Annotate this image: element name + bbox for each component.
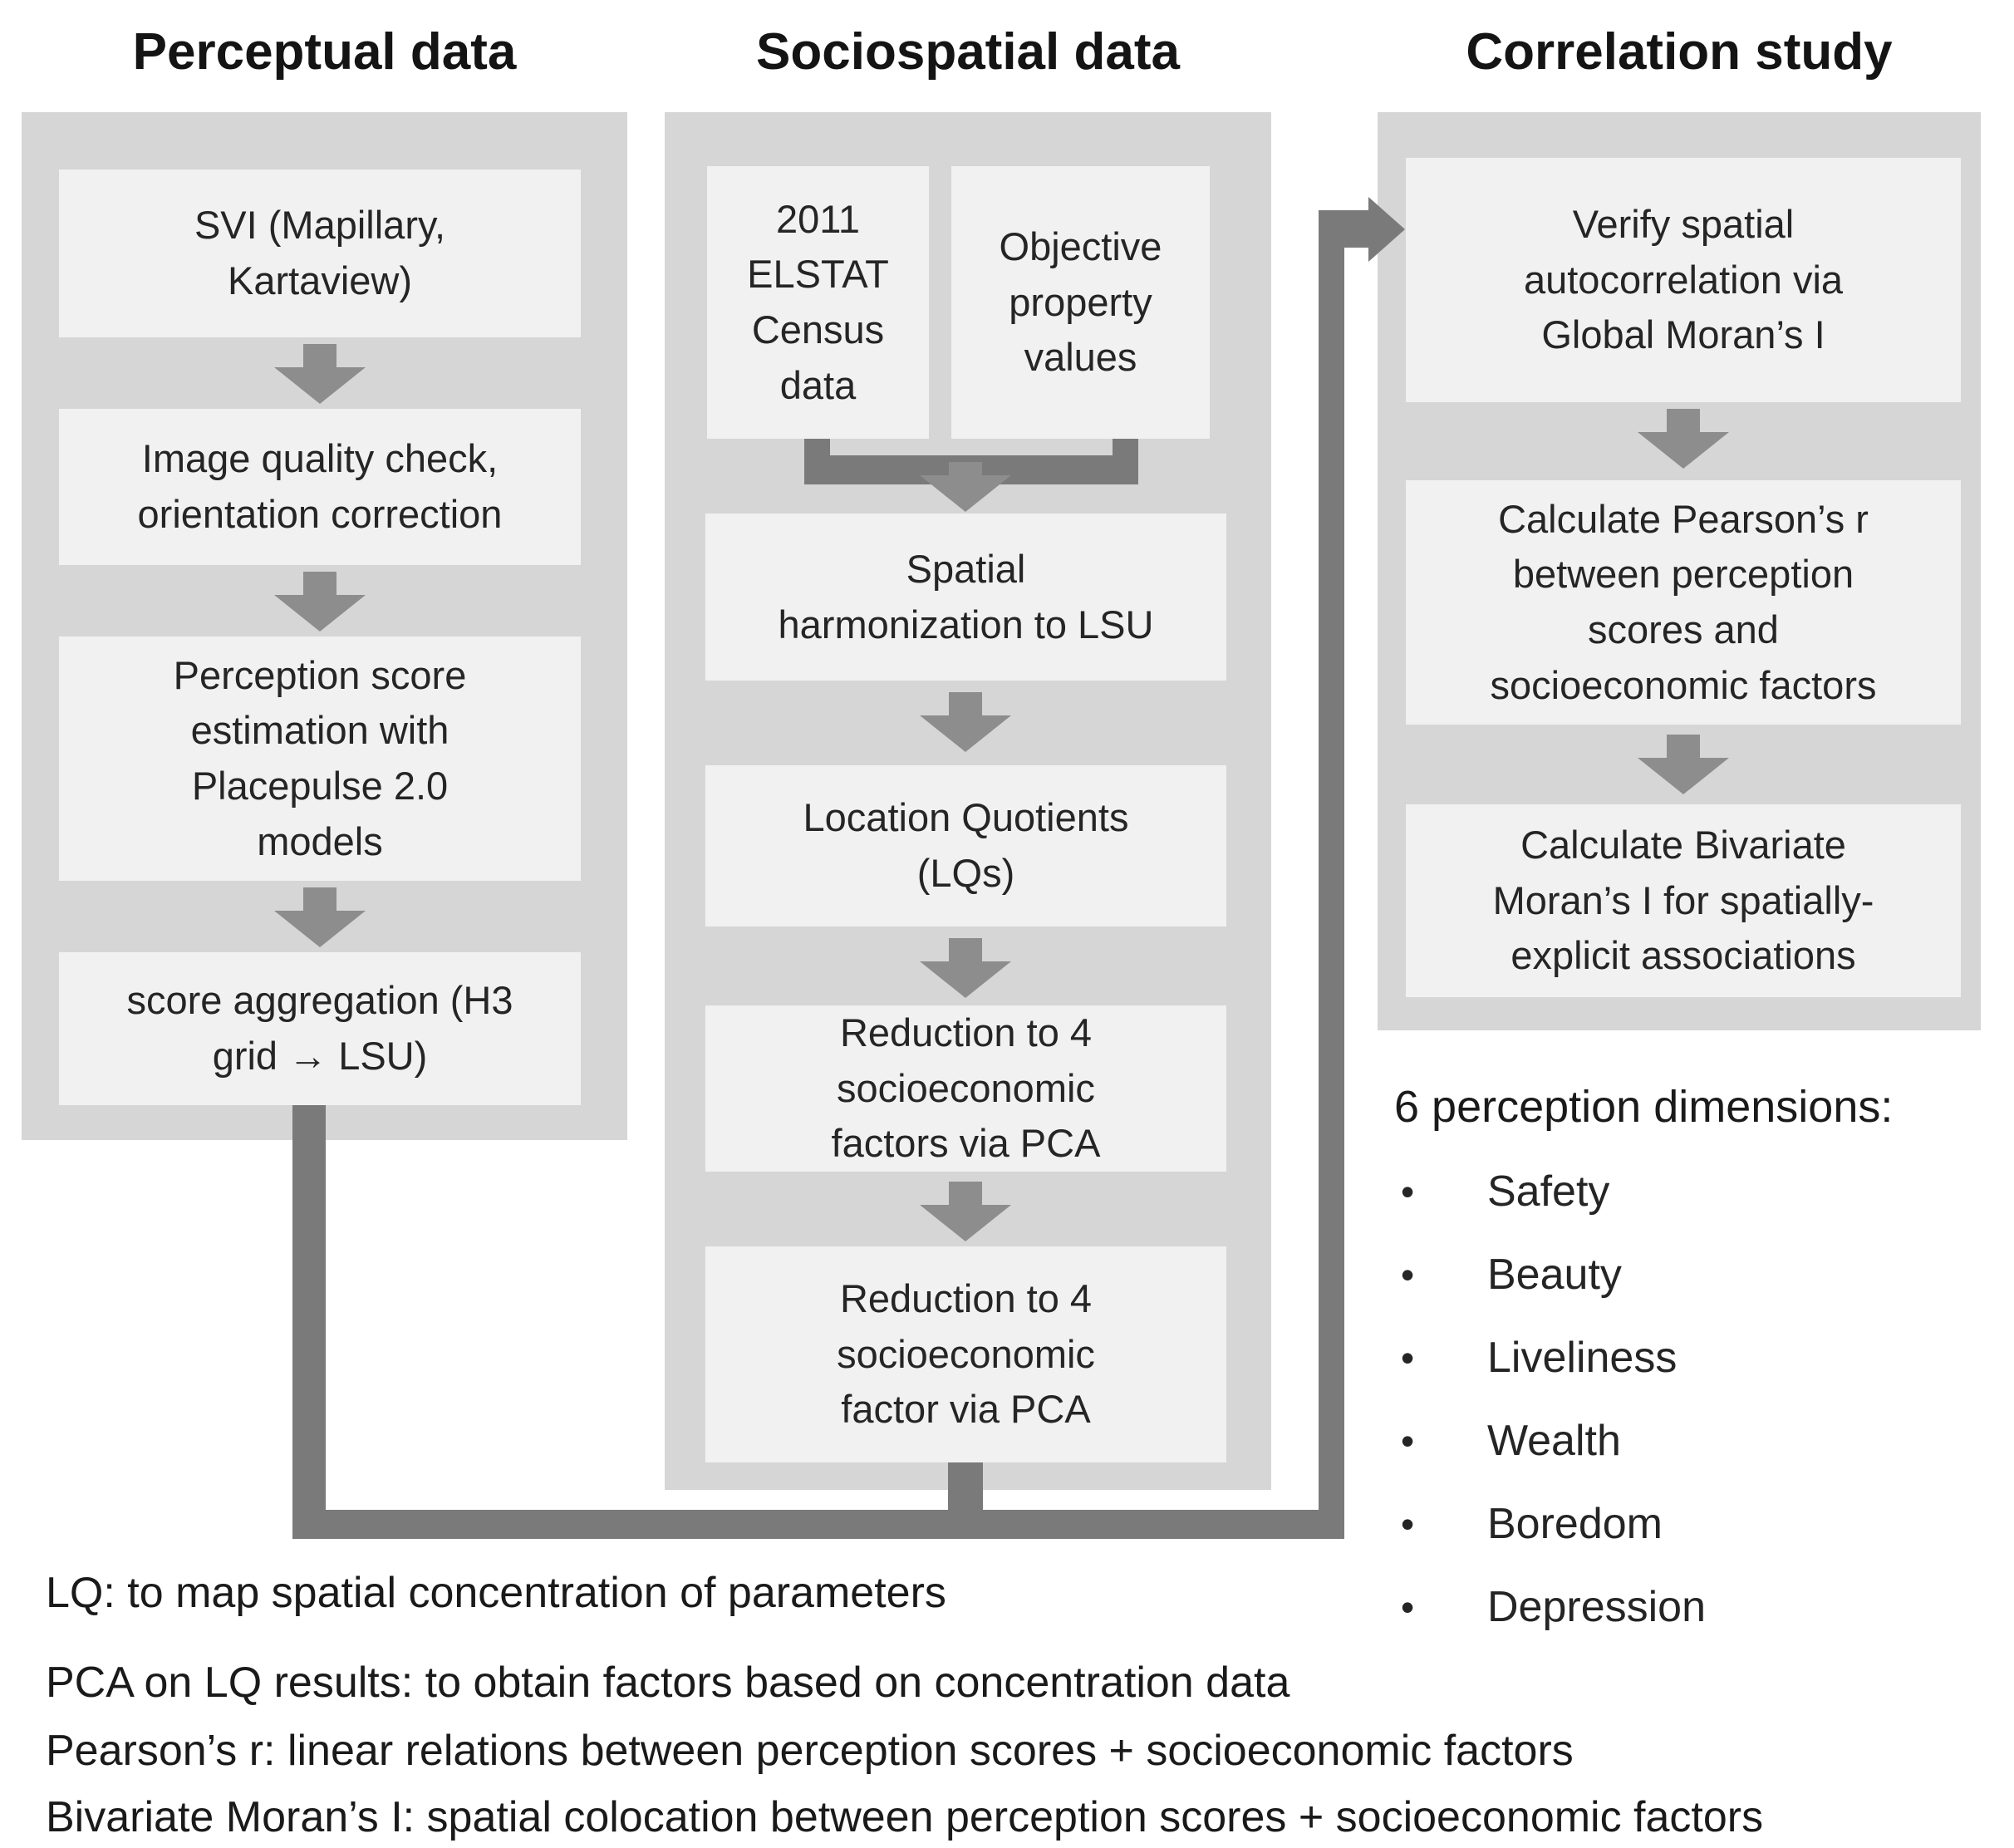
- legend-item-label: Boredom: [1487, 1500, 1663, 1548]
- flow-box-perception-score-estimation: Perception score estimation with Placepu…: [59, 636, 581, 881]
- flow-box-spatial-harmonization: Spatial harmonization to LSU: [705, 514, 1226, 681]
- flow-box-calculate-bivariate-morans-i: Calculate Bivariate Moran’s I for spatia…: [1406, 804, 1961, 997]
- column-title-sociospatial-data: Sociospatial data: [756, 23, 1180, 81]
- column-title-perceptual-data: Perceptual data: [132, 23, 517, 81]
- column-title-correlation-study: Correlation study: [1466, 23, 1893, 81]
- bullet-icon: •: [1401, 1585, 1415, 1629]
- bullet-icon: •: [1401, 1502, 1415, 1546]
- note-lq: LQ: to map spatial concentration of para…: [46, 1569, 946, 1617]
- note-pearsons-r: Pearson’s r: linear relations between pe…: [46, 1727, 1574, 1775]
- list-item: • Beauty: [1394, 1250, 1976, 1300]
- legend-header: 6 perception dimensions:: [1394, 1082, 1894, 1132]
- legend-item-label: Beauty: [1487, 1251, 1622, 1299]
- bullet-icon: •: [1401, 1170, 1415, 1213]
- flow-box-reduction-factor-pca: Reduction to 4 socioeconomic factor via …: [705, 1246, 1226, 1462]
- note-bivariate-morans-i: Bivariate Moran’s I: spatial colocation …: [46, 1793, 1764, 1841]
- connector-arrow-shaft: [1319, 210, 1370, 248]
- flow-box-svi-sources: SVI (Mapillary, Kartaview): [59, 170, 581, 337]
- flow-box-census-data: 2011 ELSTAT Census data: [707, 166, 929, 439]
- flow-box-verify-spatial-autocorrelation: Verify spatial autocorrelation via Globa…: [1406, 158, 1961, 402]
- list-item: • Safety: [1394, 1167, 1976, 1216]
- bullet-icon: •: [1401, 1336, 1415, 1379]
- perception-dimensions-legend: 6 perception dimensions: • Safety • Beauty…: [1394, 1080, 1976, 1632]
- legend-item-label: Safety: [1487, 1167, 1610, 1216]
- bullet-icon: •: [1401, 1253, 1415, 1296]
- connector-col1-down-line: [292, 1105, 326, 1539]
- flow-box-score-aggregation: score aggregation (H3 grid → LSU): [59, 952, 581, 1105]
- note-pca: PCA on LQ results: to obtain factors bas…: [46, 1659, 1290, 1707]
- connector-arrowhead-right-icon: [1368, 197, 1405, 262]
- flow-box-location-quotients: Location Quotients (LQs): [705, 765, 1226, 926]
- legend-item-label: Wealth: [1487, 1417, 1621, 1465]
- bullet-icon: •: [1401, 1419, 1415, 1462]
- flow-box-image-quality-check: Image quality check, orientation correct…: [59, 409, 581, 565]
- connector-right-riser: [1319, 210, 1344, 1539]
- flow-box-objective-property-values: Objective property values: [951, 166, 1210, 439]
- flow-box-reduction-factors-pca: Reduction to 4 socioeconomic factors via…: [705, 1005, 1226, 1172]
- list-item: • Wealth: [1394, 1416, 1976, 1466]
- list-item: • Liveliness: [1394, 1333, 1976, 1383]
- legend-item-label: Depression: [1487, 1583, 1707, 1631]
- connector-bottom-bar: [292, 1510, 1344, 1539]
- list-item: • Depression: [1394, 1582, 1976, 1632]
- flow-box-calculate-pearsons-r: Calculate Pearson’s r between perception…: [1406, 480, 1961, 725]
- list-item: • Boredom: [1394, 1499, 1976, 1549]
- legend-item-label: Liveliness: [1487, 1334, 1678, 1382]
